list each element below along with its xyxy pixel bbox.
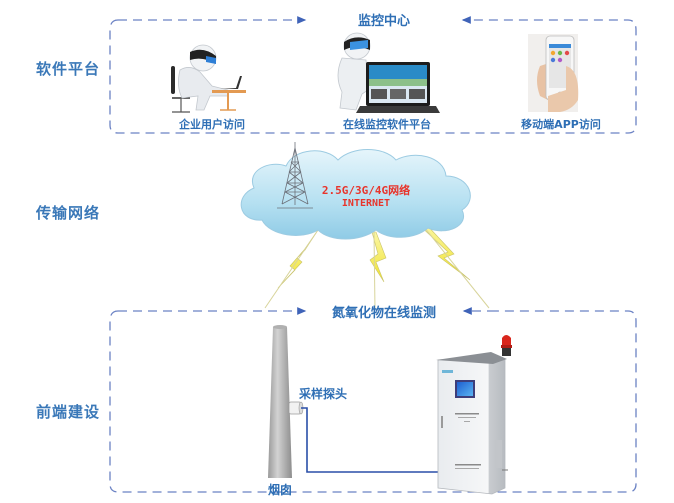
node-label-monitoring-platform: 在线监控软件平台 (343, 118, 431, 131)
sampling-probe-icon (288, 401, 304, 415)
lightning-icon (264, 221, 490, 311)
signal-tower-icon (277, 142, 313, 209)
monitoring-center-title: 监控中心 (357, 14, 411, 29)
probe-label: 采样探头 (298, 387, 348, 401)
mobile-phone-icon (528, 34, 579, 112)
node-label-enterprise-user: 企业用户访问 (179, 118, 245, 131)
frontend-box (109, 307, 637, 493)
layer-label-transport: 传输网络 (36, 204, 101, 222)
internet-text: INTERNET (341, 198, 391, 209)
layer-label-frontend: 前端建设 (36, 403, 101, 421)
nox-monitoring-title: 氮氧化物在线监测 (331, 306, 437, 321)
layer-label-software: 软件平台 (36, 60, 101, 78)
chimney-label: 烟囱 (267, 483, 293, 497)
sampling-pipe (301, 407, 444, 473)
node-label-mobile-app: 移动端APP访问 (521, 118, 601, 131)
user-at-laptop-icon (171, 44, 246, 113)
software-platform-box (109, 16, 637, 134)
analyzer-cabinet-icon (436, 335, 512, 495)
chimney-icon (268, 325, 292, 478)
monitoring-laptop-icon (337, 32, 440, 113)
network-type-text: 2.5G/3G/4G网络 (321, 184, 411, 197)
